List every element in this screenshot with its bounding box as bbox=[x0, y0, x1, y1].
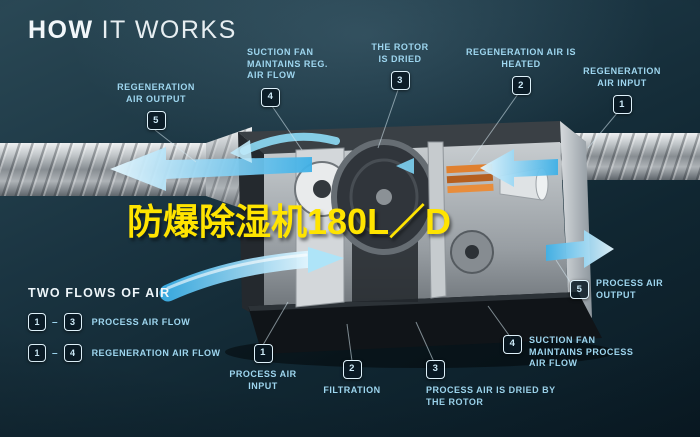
callout-process-air-input: 1 PROCESS AIR INPUT bbox=[224, 344, 302, 392]
step-badge: 4 bbox=[63, 344, 82, 362]
callout-process-air-output: 5 PROCESS AIR OUTPUT bbox=[570, 278, 668, 301]
legend-heading: TWO FLOWS OF AIR bbox=[28, 286, 171, 300]
step-badge: 3 bbox=[63, 313, 82, 331]
title-bold: HOW bbox=[28, 16, 94, 44]
callout-label: PROCESS AIR OUTPUT bbox=[596, 278, 664, 300]
step-badge: 3 bbox=[390, 71, 410, 91]
step-badge: 5 bbox=[570, 280, 589, 300]
legend-row-regeneration: 1 – 4 REGENERATION AIR FLOW bbox=[28, 344, 221, 362]
regen-input-arrow bbox=[480, 149, 558, 187]
step-badge: 5 bbox=[146, 111, 166, 131]
process-output-arrow bbox=[546, 230, 614, 268]
callout-suction-fan-process: 4 SUCTION FAN MAINTAINS PROCESS AIR FLOW bbox=[503, 335, 645, 370]
callout-label: PROCESS AIR IS DRIED BY THE ROTOR bbox=[426, 385, 556, 407]
step-badge: 1 bbox=[253, 344, 273, 363]
product-name-overlay: 防爆除湿机180L／D bbox=[127, 201, 452, 242]
step-badge: 2 bbox=[511, 76, 531, 96]
callout-filtration: 2 FILTRATION bbox=[316, 360, 388, 397]
legend-row-process: 1 – 3 PROCESS AIR FLOW bbox=[28, 313, 221, 331]
step-badge: 1 bbox=[612, 95, 632, 115]
callout-label: REGENERATION AIR IS HEATED bbox=[466, 47, 577, 69]
range-dash: – bbox=[52, 316, 58, 328]
step-badge: 2 bbox=[342, 360, 362, 379]
callout-label: THE ROTOR IS DRIED bbox=[371, 42, 429, 64]
step-badge: 4 bbox=[261, 88, 280, 108]
regen-curve-arrow bbox=[240, 132, 340, 155]
callout-regeneration-air-output: REGENERATION AIR OUTPUT 5 bbox=[114, 82, 198, 131]
process-input-swoosh bbox=[159, 250, 321, 302]
callout-process-air-dried: 3 PROCESS AIR IS DRIED BY THE ROTOR bbox=[426, 360, 556, 408]
step-badge: 3 bbox=[426, 360, 445, 379]
process-fan bbox=[450, 230, 494, 274]
rotor-flow-chevron bbox=[396, 158, 414, 174]
legend-two-flows: TWO FLOWS OF AIR 1 – 3 PROCESS AIR FLOW … bbox=[28, 286, 221, 362]
callout-rotor-is-dried: THE ROTOR IS DRIED 3 bbox=[367, 42, 433, 91]
regen-output-arrow bbox=[110, 147, 312, 191]
callout-label: SUCTION FAN MAINTAINS REG. AIR FLOW bbox=[247, 47, 328, 81]
callout-label: FILTRATION bbox=[323, 385, 381, 395]
callout-label: REGENERATION AIR INPUT bbox=[583, 66, 661, 88]
callout-label: PROCESS AIR INPUT bbox=[229, 369, 297, 391]
callout-suction-fan-reg: SUCTION FAN MAINTAINS REG. AIR FLOW 4 bbox=[247, 47, 339, 108]
leader-lines bbox=[154, 89, 619, 363]
airflow-arrows bbox=[110, 132, 614, 302]
callout-regeneration-air-input: REGENERATION AIR INPUT 1 bbox=[577, 66, 667, 115]
step-badge: 4 bbox=[503, 335, 522, 354]
legend-label: PROCESS AIR FLOW bbox=[91, 317, 191, 327]
callout-regeneration-air-heated: REGENERATION AIR IS HEATED 2 bbox=[466, 47, 577, 96]
callout-label: REGENERATION AIR OUTPUT bbox=[117, 82, 195, 104]
range-dash: – bbox=[52, 347, 58, 359]
step-badge: 1 bbox=[28, 313, 46, 331]
step-badge: 1 bbox=[28, 344, 46, 362]
legend-label: REGENERATION AIR FLOW bbox=[91, 348, 221, 358]
callout-label: SUCTION FAN MAINTAINS PROCESS AIR FLOW bbox=[529, 335, 634, 369]
title-light: IT WORKS bbox=[101, 16, 237, 44]
heater bbox=[446, 163, 494, 194]
